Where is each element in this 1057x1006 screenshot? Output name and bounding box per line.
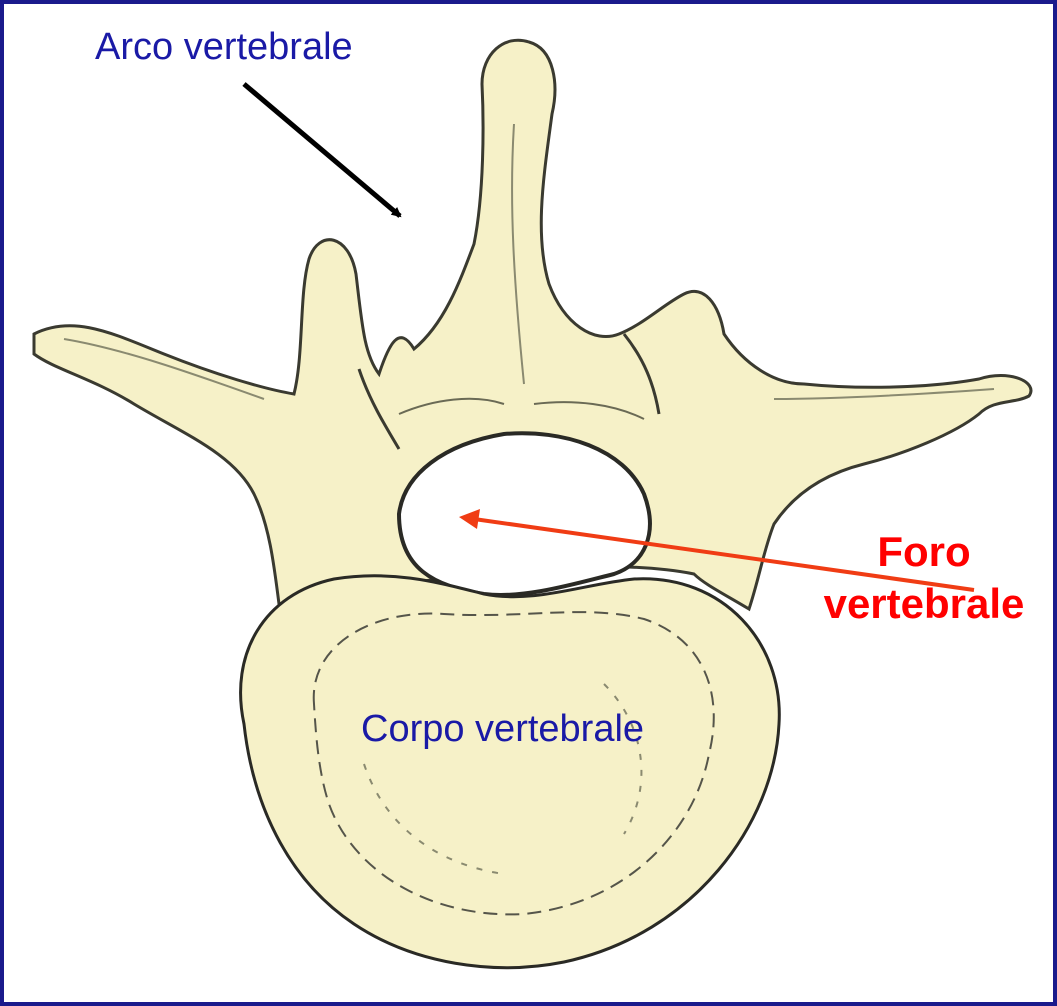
arch-label: Arco vertebrale [95,22,353,72]
vertebra-illustration [4,4,1057,1006]
foramen-label-line2: vertebrale [804,578,1044,630]
vertebral-body-shape [241,576,780,968]
foramen-label: Foro vertebrale [804,526,1044,630]
vertebral-foramen-shape [399,433,650,595]
foramen-label-line1: Foro [804,526,1044,578]
body-label: Corpo vertebrale [361,704,644,754]
arch-pointer-arrow [244,84,400,216]
vertebral-arch-shape [34,40,1031,609]
